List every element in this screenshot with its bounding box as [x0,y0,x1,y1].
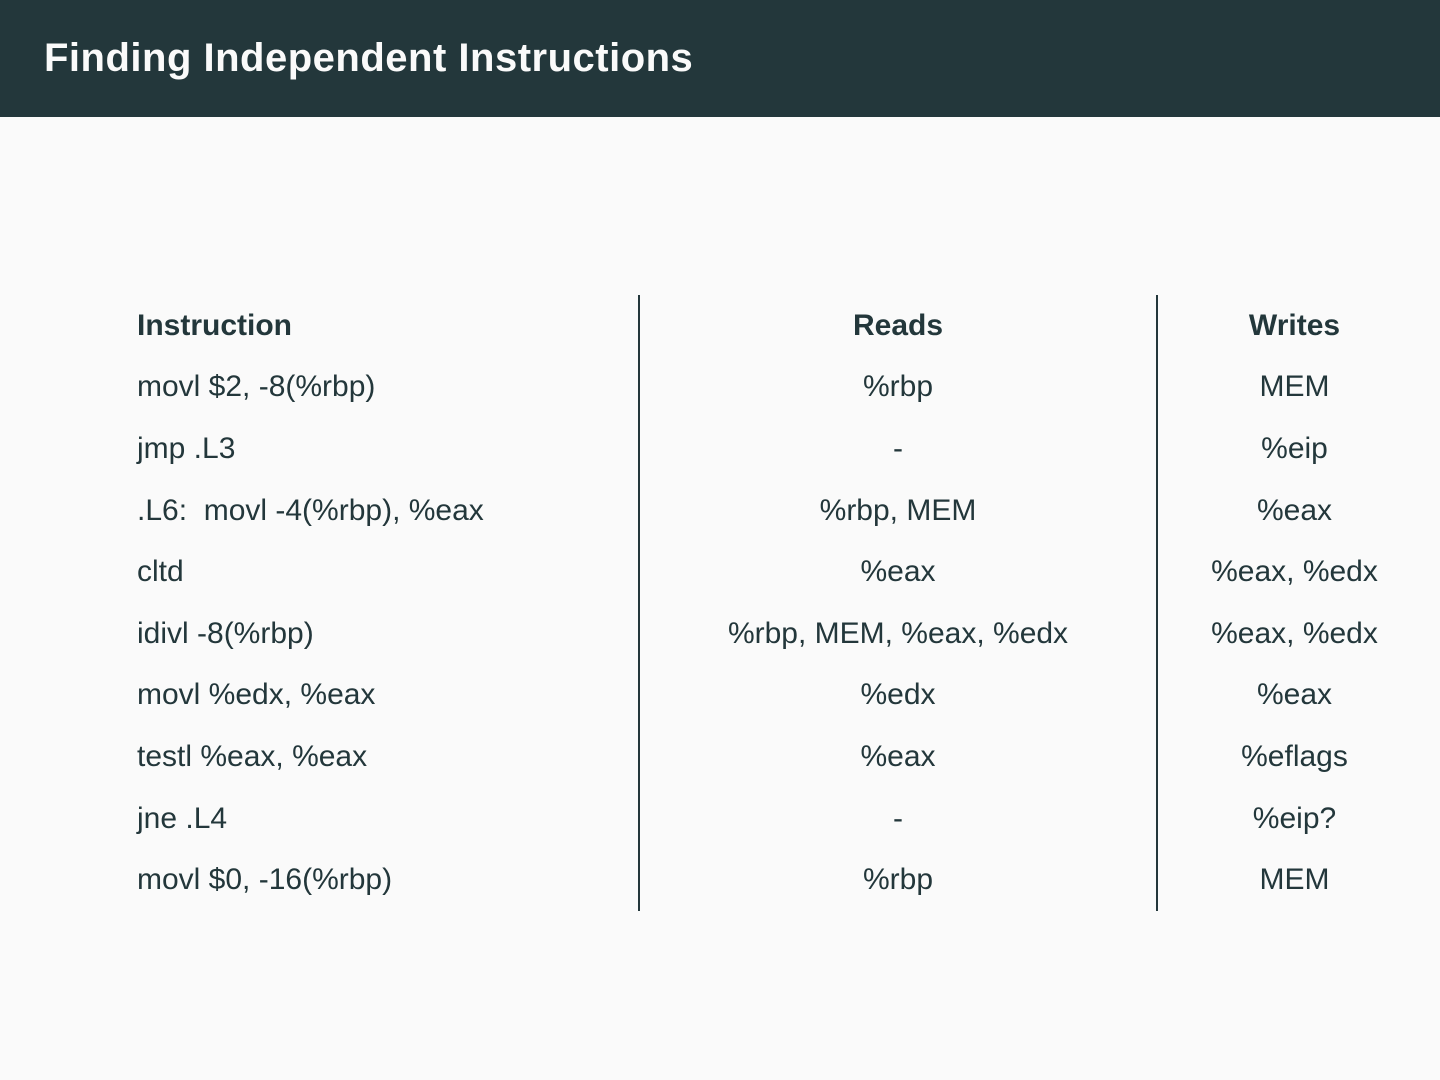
table-row: idivl -8(%rbp) %rbp, MEM, %eax, %edx %ea… [137,602,1431,665]
writes-cell: %eax, %edx [1211,616,1378,650]
reads-cell: %rbp, MEM, %eax, %edx [638,602,1158,665]
instruction-cell: jne .L4 [137,801,228,835]
table-row: .L6: movl -4(%rbp), %eax %rbp, MEM %eax [137,479,1431,542]
writes-cell: MEM [1259,370,1330,404]
column-header-reads: Reads [638,295,1158,357]
reads-cell: %rbp [638,356,1158,419]
writes-cell: %eip? [1252,801,1337,835]
slide-title: Finding Independent Instructions [44,36,694,80]
column-header-writes: Writes [1248,308,1341,342]
reads-cell: - [638,787,1158,850]
reads-cell: %eax [638,726,1158,788]
instruction-cell: movl %edx, %eax [137,678,376,712]
table-row: jmp .L3 - %eip [137,418,1431,480]
table-row: testl %eax, %eax %eax %eflags [137,726,1431,788]
table-row: movl $0, -16(%rbp) %rbp MEM [137,849,1431,911]
table-header-row: Instruction Reads Writes [137,295,1431,357]
slide-title-bar: Finding Independent Instructions [0,0,1440,117]
reads-cell: %edx [638,664,1158,727]
instruction-cell: cltd [137,555,184,589]
instruction-cell: movl $2, -8(%rbp) [137,370,376,404]
column-header-instruction: Instruction [137,308,292,342]
instruction-cell: testl %eax, %eax [137,739,368,773]
instruction-dependency-table: Instruction Reads Writes movl $2, -8(%rb… [137,295,1431,911]
instruction-cell: jmp .L3 [137,431,236,465]
writes-cell: MEM [1259,863,1330,897]
writes-cell: %eax [1256,493,1333,527]
reads-cell: %rbp, MEM [638,479,1158,542]
table-row: movl %edx, %eax %edx %eax [137,664,1431,727]
table-row: movl $2, -8(%rbp) %rbp MEM [137,356,1431,419]
writes-cell: %eax, %edx [1211,555,1378,589]
reads-cell: %rbp [638,849,1158,911]
table-row: jne .L4 - %eip? [137,787,1431,850]
instruction-cell: idivl -8(%rbp) [137,616,314,650]
table-row: cltd %eax %eax, %edx [137,541,1431,603]
reads-cell: - [638,418,1158,480]
slide-body: Instruction Reads Writes movl $2, -8(%rb… [137,295,1431,911]
writes-cell: %eax [1256,678,1333,712]
instruction-cell: .L6: movl -4(%rbp), %eax [137,493,484,527]
writes-cell: %eip [1261,431,1328,465]
reads-cell: %eax [638,541,1158,603]
instruction-cell: movl $0, -16(%rbp) [137,863,393,897]
writes-cell: %eflags [1241,739,1348,773]
